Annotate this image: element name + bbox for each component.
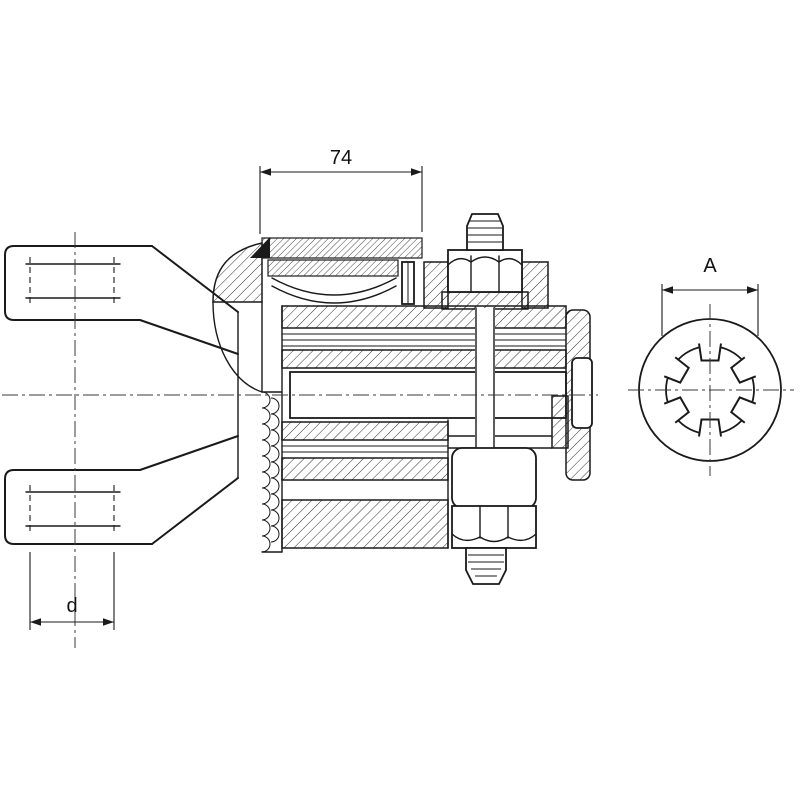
weld-scallops-2 — [270, 397, 280, 543]
disc-spring-arc-2 — [271, 285, 397, 304]
spline-tooth — [663, 395, 691, 424]
spline-tooth — [729, 395, 757, 424]
dimension-label-d: d — [66, 595, 77, 617]
tube-inner-wall-top — [281, 349, 567, 369]
dimension-spline-bore: A — [661, 255, 759, 336]
arrowhead-right — [747, 286, 758, 294]
arrowhead-right — [411, 168, 422, 176]
tube-inner-wall-bottom — [281, 421, 449, 441]
shaft-stub — [571, 357, 593, 429]
arrowhead-right — [103, 618, 114, 626]
yoke-top-cone-edge — [151, 245, 239, 313]
housing-lower-curve — [212, 301, 263, 393]
arrowhead-left — [260, 168, 271, 176]
dimension-housing-length: 74 — [259, 147, 423, 234]
housing-cover-strip — [261, 237, 423, 259]
bolt-hole-clear — [475, 308, 495, 448]
end-view — [638, 318, 782, 462]
dimension-label-74: 74 — [330, 147, 352, 169]
dimension-label-A: A — [703, 255, 717, 277]
yoke-bottom-cone-edge — [151, 477, 239, 545]
centerlines — [2, 232, 794, 648]
yoke-ear-top-cap — [4, 245, 15, 321]
release-bracket-strip — [551, 395, 569, 449]
top-washer — [441, 291, 529, 310]
arrowhead-left — [30, 618, 41, 626]
disc-spring-arc-1 — [271, 277, 397, 296]
arrowhead-left — [662, 286, 673, 294]
nut-chamfer-arcs — [451, 533, 537, 543]
housing-bell-section — [212, 242, 263, 303]
spline-tooth — [663, 356, 691, 385]
nut-chamfer-arcs — [447, 256, 523, 266]
nut-housing-block — [451, 447, 537, 509]
tube-outer-wall-bottom — [281, 457, 449, 481]
spline-tooth — [729, 356, 757, 385]
yoke-bottom-inner-slope — [139, 435, 239, 471]
friction-lining — [267, 259, 399, 277]
dimension-yoke-bore: d — [29, 552, 115, 630]
bottom-bolt-assembly — [451, 447, 537, 585]
top-threaded-stud — [466, 213, 504, 251]
housing-bottom-band — [281, 499, 449, 549]
top-bolt-assembly — [441, 213, 529, 449]
weld-scallops-1 — [261, 391, 271, 553]
lower-housing — [261, 391, 569, 553]
clutch-housing — [212, 237, 549, 393]
seal-wedge — [250, 237, 270, 258]
bottom-threaded-stud — [465, 547, 507, 585]
yoke-ear-bottom-cap — [4, 469, 15, 545]
yoke — [4, 245, 239, 545]
yoke-top-inner-slope — [139, 319, 239, 355]
